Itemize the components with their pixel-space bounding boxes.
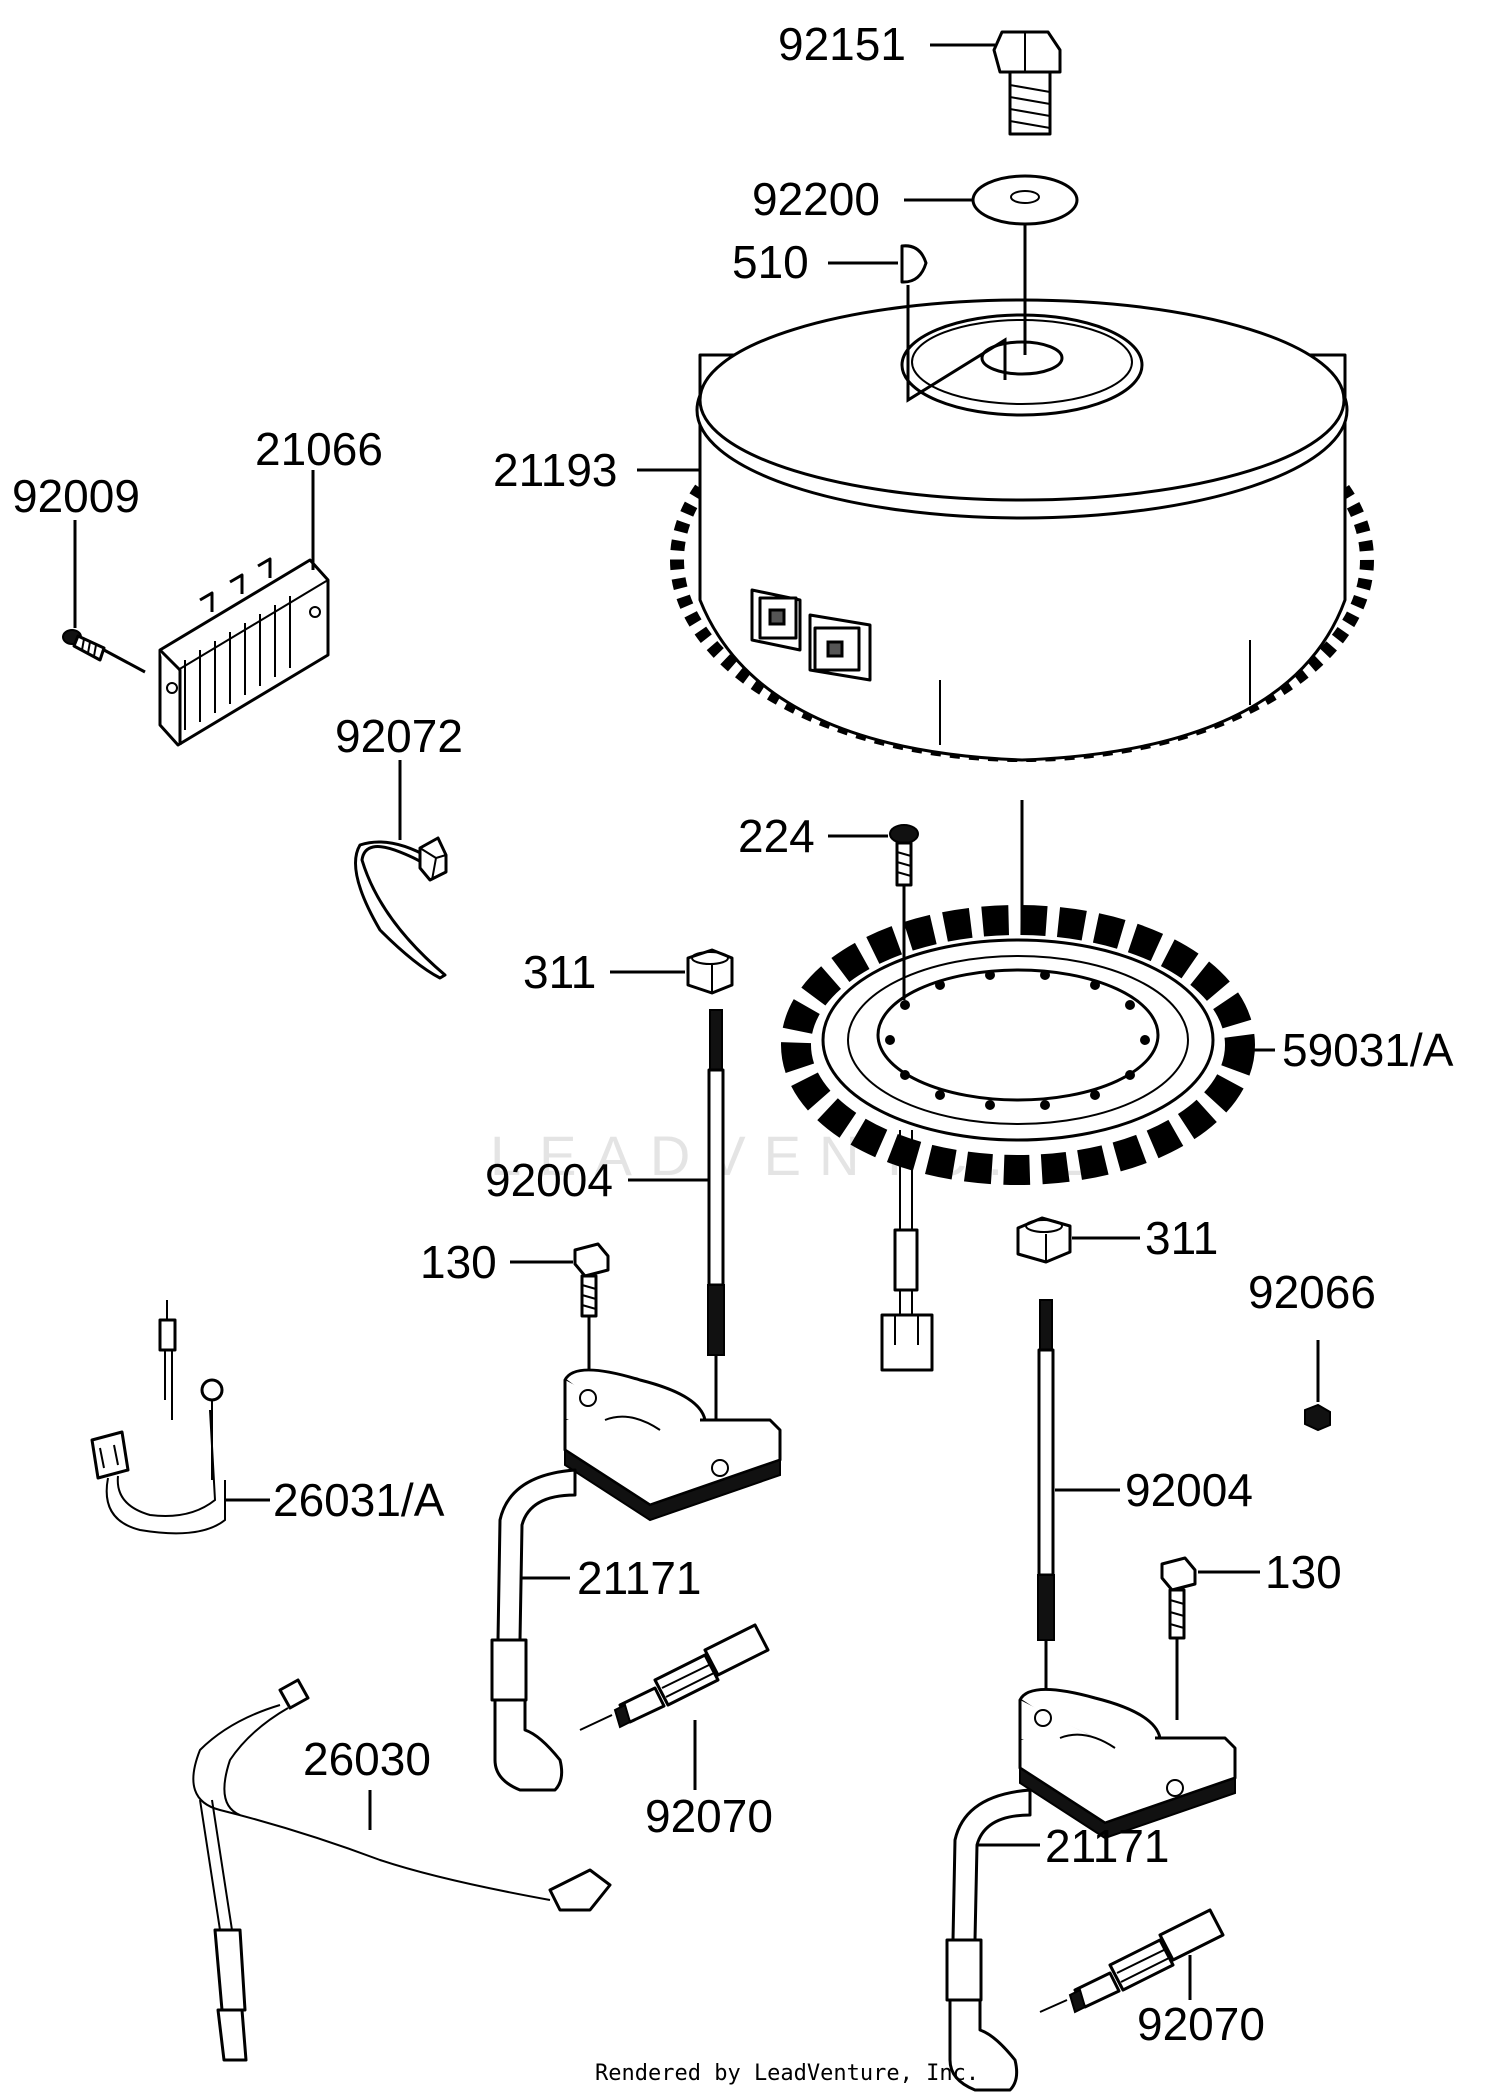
harness-26031-part[interactable] — [90, 1300, 226, 1535]
clamp-part[interactable] — [354, 836, 448, 980]
label-92070-left: 92070 — [645, 1790, 773, 1842]
label-224: 224 — [738, 810, 815, 862]
screw-part[interactable] — [62, 629, 106, 662]
label-21066: 21066 — [255, 423, 383, 475]
label-311-upper: 311 — [523, 946, 596, 998]
nut-92066-part[interactable] — [1304, 1403, 1331, 1432]
label-21193: 21193 — [493, 444, 618, 496]
label-130-left: 130 — [420, 1236, 497, 1288]
flywheel-part[interactable] — [670, 298, 1374, 762]
harness-26030-part[interactable] — [192, 1678, 612, 2062]
label-21171-left: 21171 — [577, 1552, 702, 1604]
label-92072: 92072 — [335, 710, 463, 762]
label-311-lower: 311 — [1145, 1212, 1218, 1264]
ignition-coil-left-part[interactable] — [490, 1368, 782, 1792]
ignition-coil-right-part[interactable] — [945, 1688, 1237, 2092]
nut-lower-part[interactable] — [1016, 1216, 1072, 1264]
bolt-part[interactable] — [992, 30, 1062, 136]
label-26030: 26030 — [303, 1733, 431, 1785]
callout-labels: 92151 92200 510 21193 21066 92009 92072 … — [12, 18, 1454, 2050]
washer-part[interactable] — [971, 174, 1079, 226]
label-92200: 92200 — [752, 173, 880, 225]
screw-224-part[interactable] — [889, 824, 919, 1000]
spark-plug-right-part[interactable] — [1039, 1908, 1225, 2014]
label-510: 510 — [732, 236, 809, 288]
label-92070-right: 92070 — [1137, 1998, 1265, 2050]
key-part[interactable] — [900, 244, 928, 284]
label-92004-right: 92004 — [1125, 1464, 1253, 1516]
bolt-130-left-part[interactable] — [573, 1242, 610, 1385]
leader-lines — [73, 43, 1320, 2000]
stud-right-part[interactable] — [1037, 1299, 1055, 1700]
label-130-right: 130 — [1265, 1546, 1342, 1598]
nut-upper-part[interactable] — [686, 948, 734, 995]
render-credit: Rendered by LeadVenture, Inc. — [595, 2061, 979, 2086]
spark-plug-left-part[interactable] — [579, 1623, 770, 1731]
bolt-130-right-part[interactable] — [1160, 1556, 1197, 1720]
label-59031a: 59031/A — [1282, 1024, 1454, 1076]
label-26031a: 26031/A — [273, 1474, 445, 1526]
label-92066: 92066 — [1248, 1266, 1376, 1318]
stator-part[interactable] — [781, 905, 1255, 1372]
label-92004-left: 92004 — [485, 1154, 613, 1206]
label-92009: 92009 — [12, 470, 140, 522]
label-21171-right: 21171 — [1045, 1820, 1170, 1872]
label-92151: 92151 — [778, 18, 906, 70]
stud-left-part[interactable] — [707, 1009, 725, 1450]
regulator-part[interactable] — [158, 557, 330, 747]
